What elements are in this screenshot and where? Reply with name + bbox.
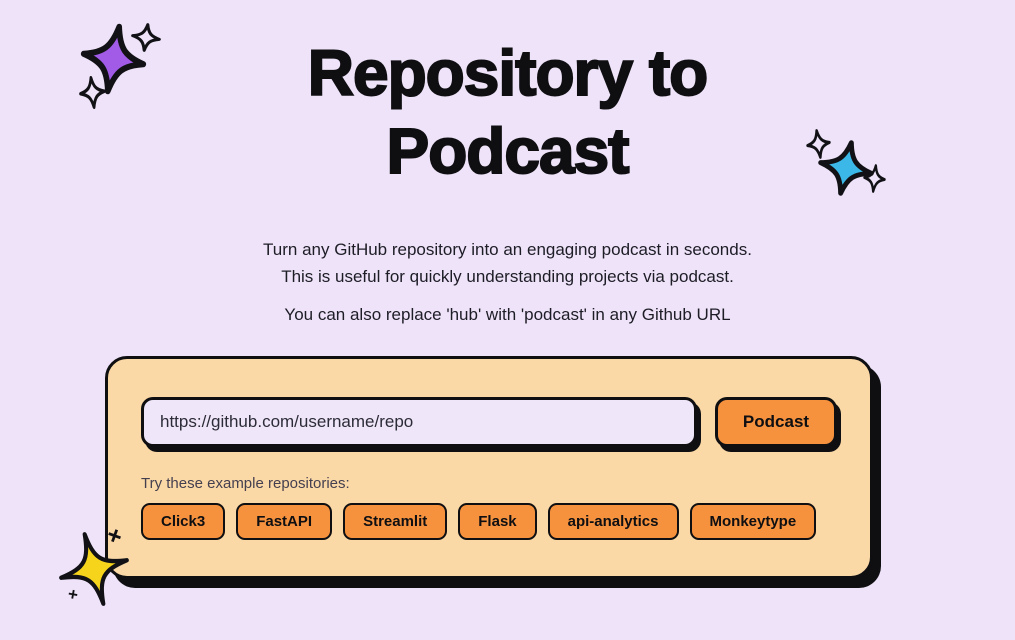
- intro-line-2: This is useful for quickly understanding…: [281, 267, 734, 286]
- small-sparkle-icon: [806, 129, 831, 159]
- example-repo-list: Click3 FastAPI Streamlit Flask api-analytics…: [141, 503, 837, 540]
- small-sparkle-icon: [131, 23, 161, 52]
- title-line-1: Repository to: [307, 36, 709, 110]
- podcast-submit-button[interactable]: Podcast: [715, 397, 837, 447]
- small-sparkle-icon: [79, 75, 106, 110]
- intro-tip: You can also replace 'hub' with 'podcast…: [284, 305, 731, 324]
- intro-line-1: Turn any GitHub repository into an engag…: [263, 240, 752, 259]
- intro-text: Turn any GitHub repository into an engag…: [0, 236, 1015, 290]
- blue-sparkle-icon: [818, 140, 874, 196]
- example-repo-button[interactable]: Monkeytype: [689, 503, 817, 540]
- example-repo-button[interactable]: FastAPI: [236, 503, 333, 540]
- example-repo-button[interactable]: Click3: [141, 503, 226, 540]
- page-title: Repository to Podcast: [0, 34, 1015, 190]
- title-line-2: Podcast: [386, 114, 631, 188]
- example-repo-button[interactable]: api-analytics: [547, 503, 679, 540]
- podcast-form-card: Podcast Try these example repositories: …: [105, 356, 873, 579]
- url-input-row: Podcast: [141, 397, 837, 447]
- yellow-star-icon: [59, 532, 129, 606]
- example-repo-button[interactable]: Streamlit: [343, 503, 448, 540]
- purple-sparkle-icon: [80, 23, 147, 95]
- example-repo-button[interactable]: Flask: [458, 503, 537, 540]
- repo-url-input[interactable]: [141, 397, 697, 447]
- small-sparkle-icon: [863, 164, 886, 193]
- examples-label: Try these example repositories:: [141, 475, 350, 492]
